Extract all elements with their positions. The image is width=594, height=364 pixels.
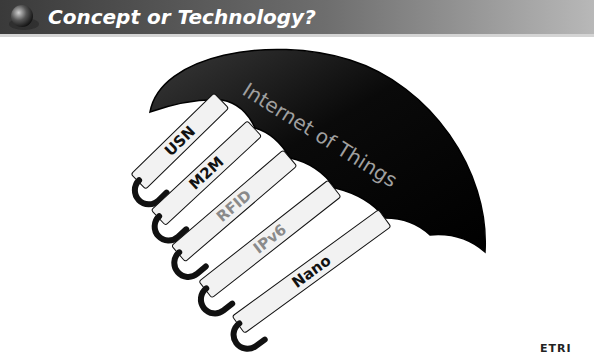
handle-hook [172, 245, 173, 246]
logo-text: ETRI [540, 342, 572, 355]
handle-hook [132, 173, 133, 174]
handle-label: IPv6 [200, 181, 341, 297]
hook-curve [169, 245, 206, 283]
header-icon [11, 5, 33, 27]
handle-hook [200, 281, 201, 282]
handle-hook [233, 316, 234, 317]
hook-curve [228, 317, 265, 354]
umbrella-handle: IPv6 [198, 179, 342, 298]
hook-curve [195, 282, 232, 319]
slide-title: Concept or Technology? [48, 5, 316, 29]
header-rule [0, 34, 594, 37]
header-band [0, 0, 594, 34]
handle-hook [152, 209, 153, 210]
handle-label: Nano [233, 211, 390, 333]
umbrella-handle: Nano [232, 209, 392, 334]
